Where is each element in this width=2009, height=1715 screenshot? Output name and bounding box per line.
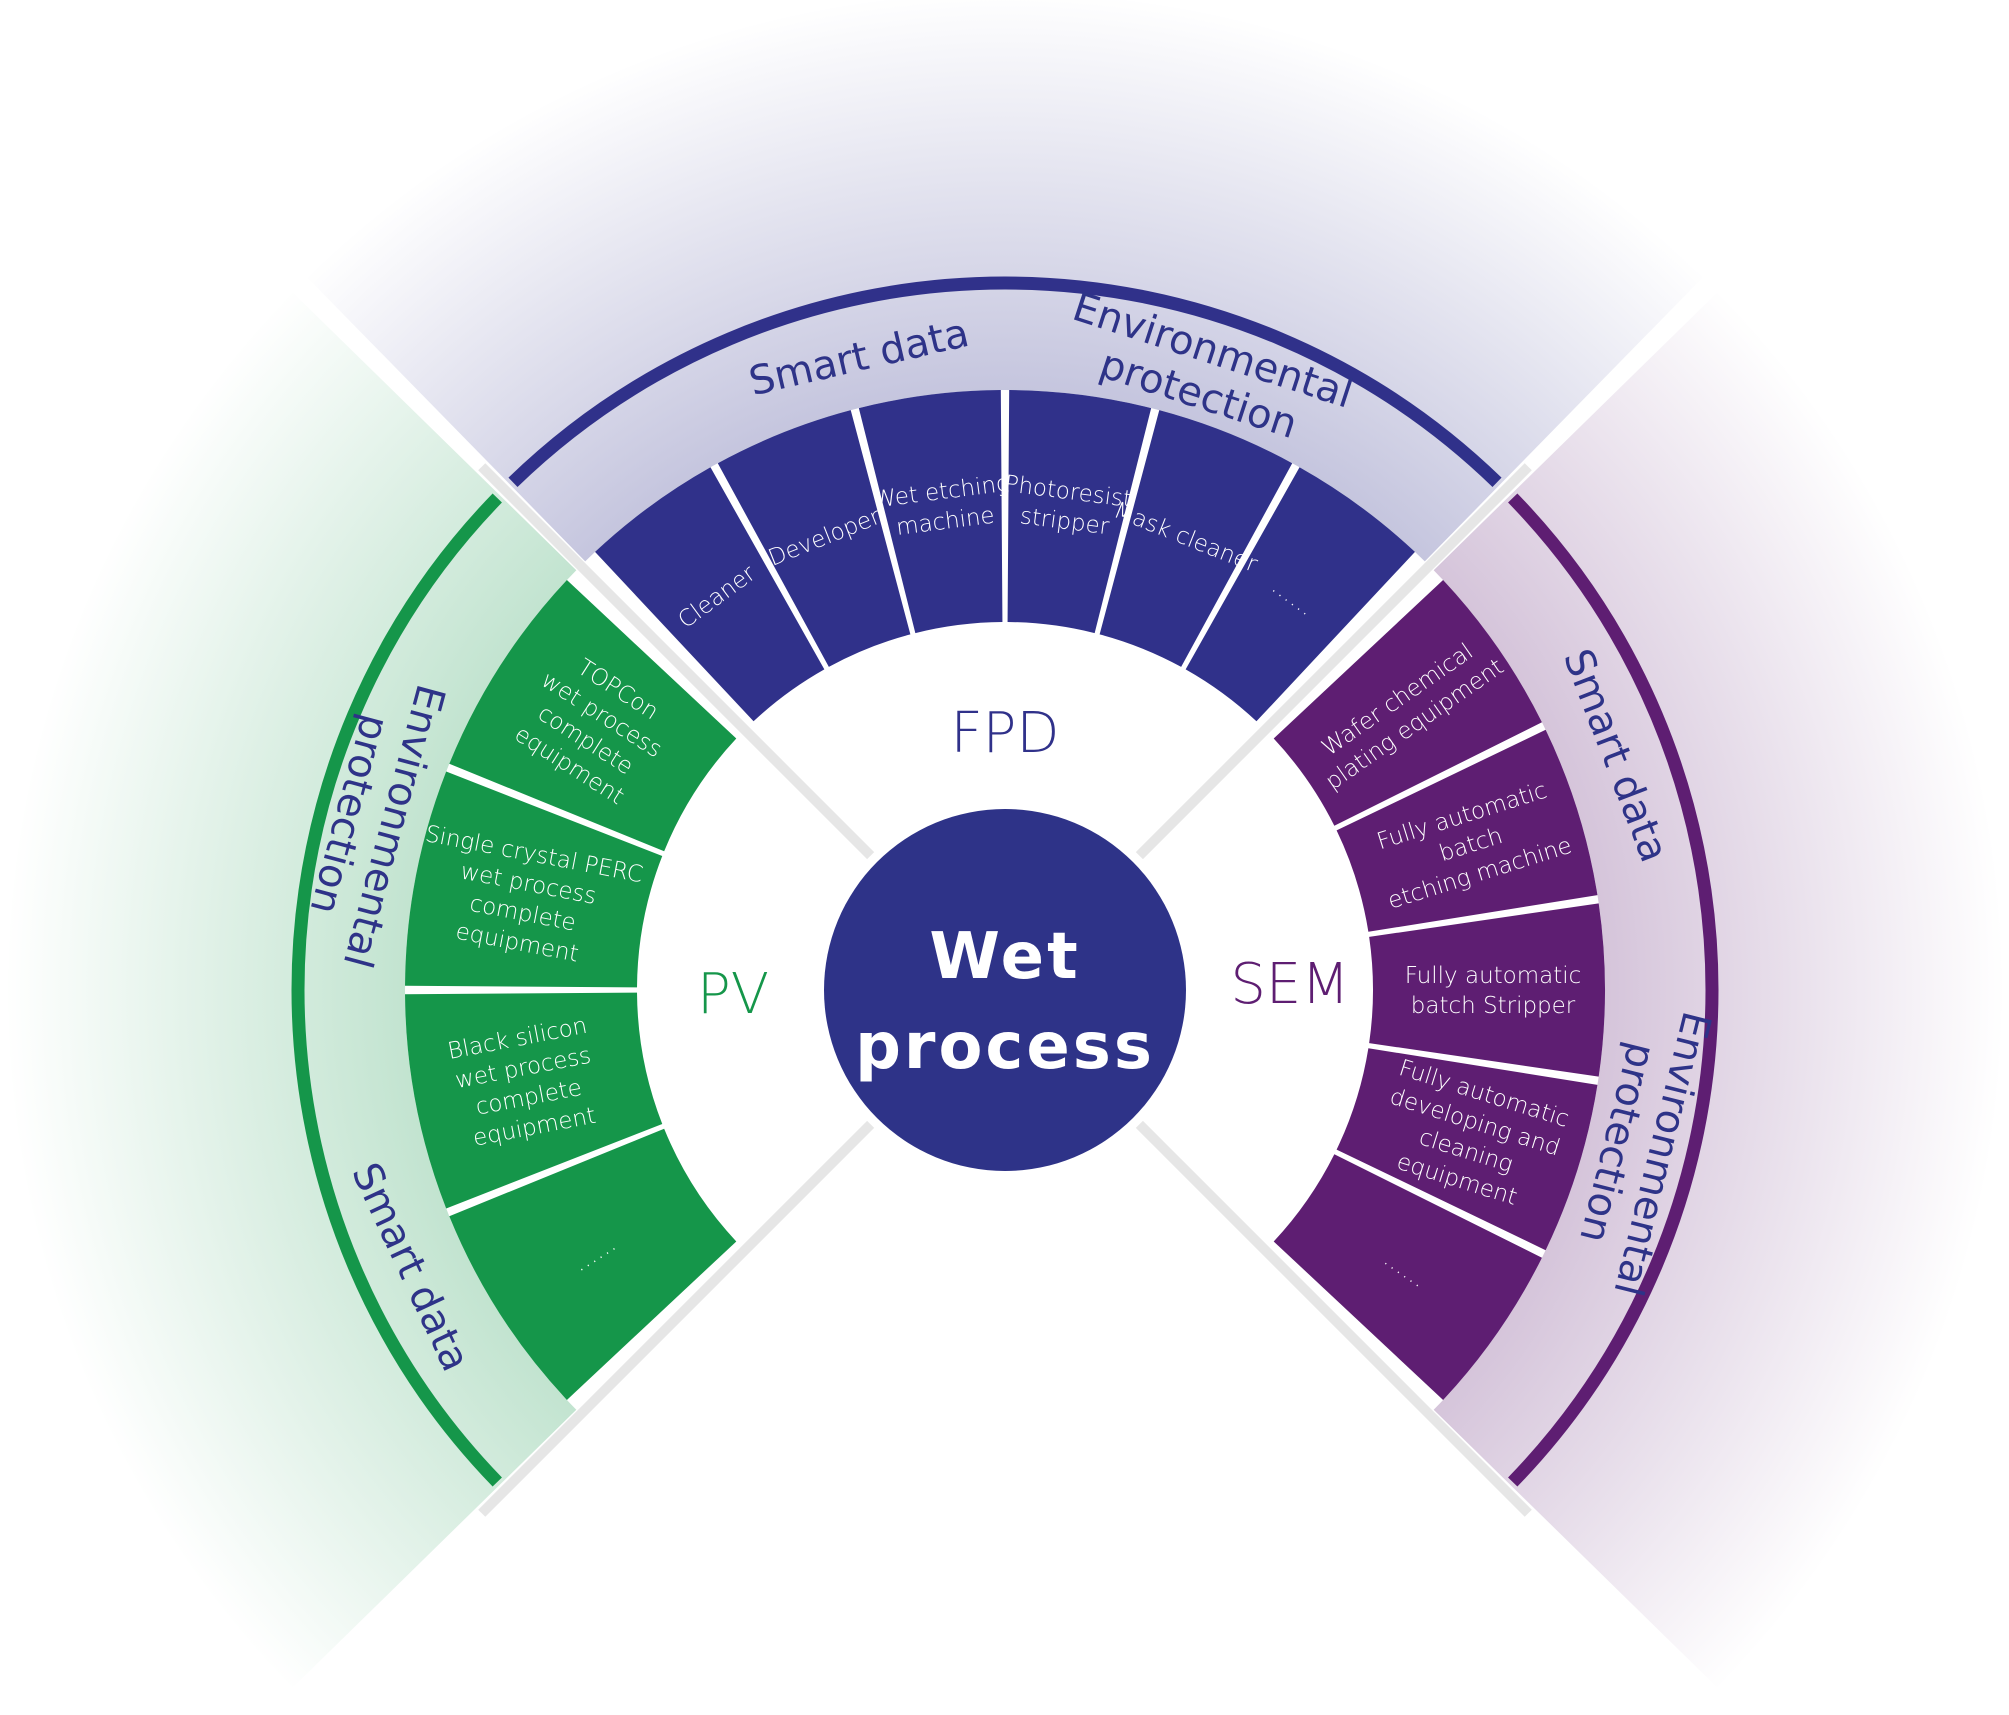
sector-dividers: [478, 463, 1532, 1517]
center-title-line-1: Wet: [929, 920, 1080, 994]
sem-item-segment: [1369, 903, 1605, 1077]
fpd-item-segment: [1099, 410, 1293, 667]
pv-outer-glow: [4, 290, 577, 1690]
divider-line-2: [478, 463, 875, 860]
colored-outer-rings: [291, 276, 1719, 1487]
sem-item-label-line: batch Stripper: [1411, 993, 1576, 1019]
sem-item-segment: [1273, 1154, 1542, 1400]
divider-line-4: [1135, 1120, 1532, 1517]
center-title-line-2: process: [855, 1010, 1155, 1084]
divider-line-3: [478, 1120, 875, 1517]
pv-item-segment: [405, 771, 663, 988]
fpd-item-segment: [858, 390, 1003, 634]
outer-glow-layer: [4, 0, 2005, 1690]
pv-item-segment: [405, 992, 663, 1209]
fpd-sector-title: FPD: [950, 701, 1059, 766]
sem-item-segment: [1336, 1048, 1598, 1251]
sem-outer-ring: [1508, 493, 1719, 1487]
divider-line-1: [1135, 463, 1532, 860]
sem-item-label: Fully automatic batch Stripper: [1405, 963, 1582, 1019]
sem-outer-glow: [1433, 290, 2005, 1690]
sem-item-segment: [1336, 729, 1598, 932]
sem-item-segment: [1273, 580, 1542, 826]
pv-outer-ring: [291, 493, 502, 1487]
item-bands: [405, 390, 1605, 1400]
pv-item-segment: [449, 580, 737, 852]
sem-sector-title: SEM: [1230, 952, 1349, 1017]
fpd-item-segment: [717, 410, 911, 667]
center-circle: [824, 809, 1186, 1171]
fpd-outer-ring: [508, 276, 1502, 487]
sem-item-label-line: Fully automatic: [1405, 963, 1582, 989]
fpd-item-segment: [595, 467, 825, 722]
pv-item-segment: [449, 1128, 737, 1400]
pv-sector-title: PV: [697, 962, 769, 1027]
fpd-item-segment: [1185, 467, 1415, 722]
fpd-item-segment: [1007, 390, 1152, 634]
